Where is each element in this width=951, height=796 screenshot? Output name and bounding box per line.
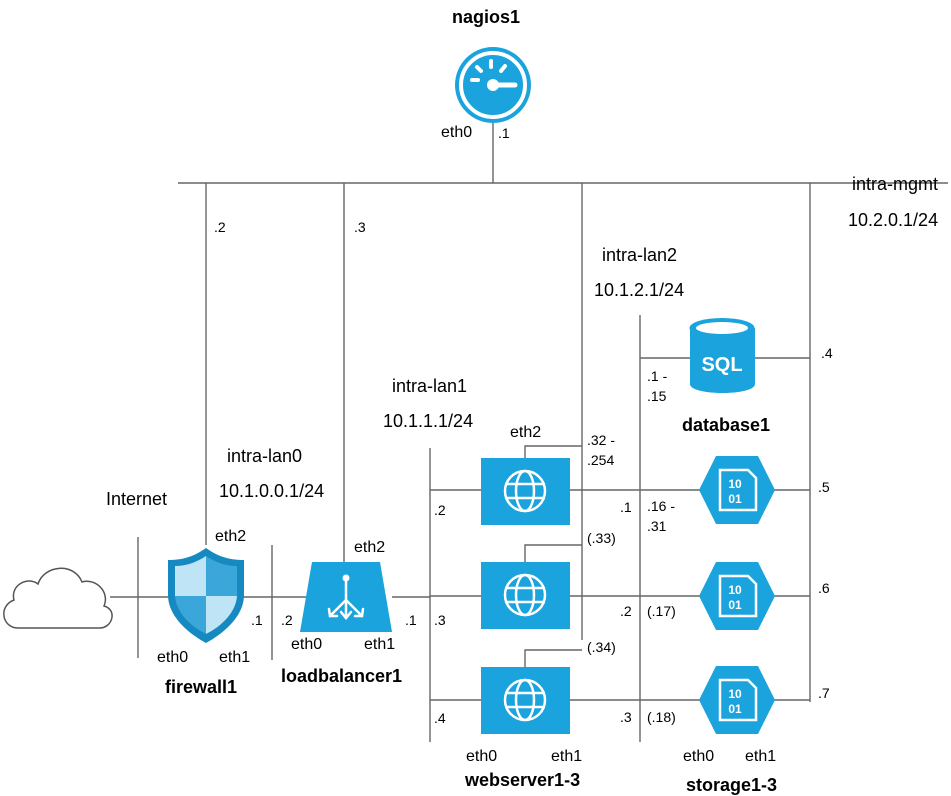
addr-ws1-lan2: .1: [620, 499, 632, 515]
storage1-bits-1: 10: [728, 477, 742, 491]
lan0-net-cidr: 10.1.0.0.1/24: [219, 481, 325, 501]
storage-eth1: eth1: [745, 748, 777, 765]
addr-db-lan2-1: .1 -: [647, 368, 668, 384]
addr-st3-mgmt: .7: [818, 685, 830, 701]
storage3-bits-2: 01: [728, 702, 742, 716]
storage2-bits-1: 10: [728, 583, 742, 597]
storage-icons: 10 01 10 01 10 01: [699, 456, 775, 734]
mgmt-net-cidr: 10.2.0.1/24: [848, 210, 939, 230]
addr-ws3-lan1: .4: [434, 710, 446, 726]
addr-ws1-lan1: .2: [434, 502, 446, 518]
firewall-eth0: eth0: [157, 649, 189, 666]
database-icon: SQL: [689, 318, 755, 393]
addr-firewall-mgmt: .2: [214, 219, 226, 235]
addr-lb-lan0: .2: [281, 612, 293, 628]
addr-st3-lan2: (.18): [647, 709, 676, 725]
addr-ws-mgmt-range-1: .32 -: [587, 432, 616, 448]
addr-fw-lan0: .1: [251, 612, 263, 628]
web-eth2: eth2: [510, 424, 542, 441]
lan1-net-name: intra-lan1: [392, 376, 468, 396]
storage-title: storage1-3: [686, 775, 778, 795]
addr-ws3-mgmt: (.34): [587, 639, 616, 655]
addr-ws3-lan2: .3: [620, 709, 632, 725]
addr-ws2-lan1: .3: [434, 612, 446, 628]
lan1-net-cidr: 10.1.1.1/24: [383, 411, 474, 431]
lb-eth2: eth2: [354, 539, 386, 556]
addr-st-range-1: .16 -: [647, 498, 676, 514]
link-web1-eth2: [524, 445, 582, 458]
addr-ws2-lan2: .2: [620, 603, 632, 619]
addr-db-lan2-2: .15: [647, 388, 667, 404]
link-web2-eth2: [524, 544, 582, 562]
lan2-net-cidr: 10.1.2.1/24: [594, 280, 685, 300]
lb-eth1: eth1: [364, 636, 396, 653]
storage2-bits-2: 01: [728, 598, 742, 612]
nagios-title: nagios1: [452, 7, 521, 27]
mgmt-net-name: intra-mgmt: [852, 174, 939, 194]
internet-label: Internet: [106, 489, 168, 509]
addr-db-mgmt: .4: [821, 345, 833, 361]
database-title: database1: [682, 415, 771, 435]
addr-st2-lan2: (.17): [647, 603, 676, 619]
database-icon-text: SQL: [701, 354, 742, 376]
firewall-eth1: eth1: [219, 649, 251, 666]
addr-lb-mgmt: .3: [354, 219, 366, 235]
storage-eth0: eth0: [683, 748, 715, 765]
loadbalancer-title: loadbalancer1: [281, 666, 403, 686]
addr-st1-mgmt: .5: [818, 479, 830, 495]
addr-nagios: .1: [498, 125, 510, 141]
addr-st-range-2: .31: [647, 518, 667, 534]
webservers-title: webserver1-3: [465, 770, 581, 790]
addr-lb-lan1: .1: [405, 612, 417, 628]
lan2-net-name: intra-lan2: [602, 245, 678, 265]
firewall-eth2: eth2: [215, 528, 247, 545]
firewall-title: firewall1: [165, 677, 238, 697]
load-balancer-icon: [300, 562, 392, 632]
addr-st2-mgmt: .6: [818, 580, 830, 596]
web-server-icons: [481, 458, 570, 734]
shield-icon: [168, 548, 244, 643]
web-eth1: eth1: [551, 748, 583, 765]
nagios-eth0: eth0: [441, 124, 473, 141]
addr-ws-mgmt-range-2: .254: [587, 452, 615, 468]
storage3-bits-1: 10: [728, 687, 742, 701]
web-eth0: eth0: [466, 748, 498, 765]
addr-ws2-mgmt: (.33): [587, 530, 616, 546]
link-web3-eth2: [524, 649, 582, 667]
gauge-icon: [455, 47, 531, 123]
lb-eth0: eth0: [291, 636, 323, 653]
cloud-icon: [3, 567, 113, 629]
lan0-net-name: intra-lan0: [227, 446, 303, 466]
storage1-bits-2: 01: [728, 492, 742, 506]
